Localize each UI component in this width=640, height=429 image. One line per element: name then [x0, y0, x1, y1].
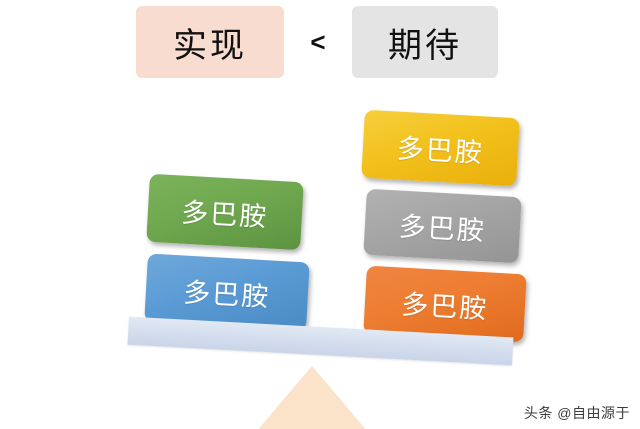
watermark-text: 头条 @自由源于: [523, 405, 630, 421]
comparison-operator: <: [310, 26, 326, 57]
seesaw-fulcrum-triangle: [256, 366, 368, 429]
dopamine-card-right-gray: 多巴胺: [363, 188, 522, 264]
comparison-header: 实现 < 期待: [0, 0, 640, 92]
header-box-expect: 期待: [352, 6, 498, 78]
header-box-realize: 实现: [136, 6, 284, 78]
dopamine-card-right-yellow: 多巴胺: [361, 109, 520, 187]
dopamine-card-left-green: 多巴胺: [146, 173, 304, 251]
